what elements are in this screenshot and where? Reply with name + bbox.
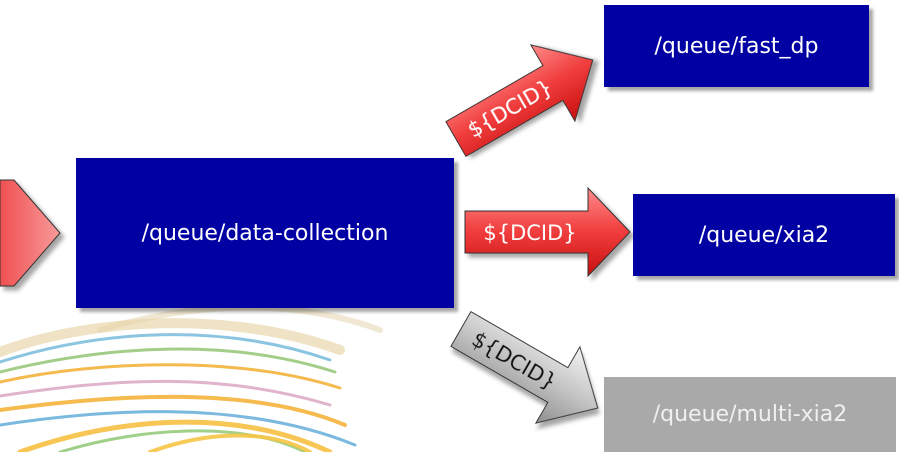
multi-xia2-queue-box: /queue/multi-xia2	[604, 377, 896, 452]
multi-xia2-queue-label: /queue/multi-xia2	[652, 402, 848, 427]
data-collection-queue-box: /queue/data-collection	[76, 158, 454, 308]
arrow-to-multi-xia2: ${DCID}	[450, 310, 599, 424]
arrow-to-fast-dp: ${DCID}	[445, 44, 594, 158]
decorative-swirl	[0, 304, 383, 452]
fast-dp-queue-box: /queue/fast_dp	[604, 5, 869, 87]
fast-dp-queue-label: /queue/fast_dp	[654, 33, 819, 59]
data-collection-queue-label: /queue/data-collection	[141, 220, 389, 246]
arrow-to-xia2: ${DCID}	[464, 186, 631, 278]
arrow-label-xia2: ${DCID}	[483, 221, 576, 245]
xia2-queue-label: /queue/xia2	[698, 222, 830, 248]
xia2-queue-box: /queue/xia2	[633, 194, 895, 276]
incoming-arrow	[0, 179, 61, 287]
